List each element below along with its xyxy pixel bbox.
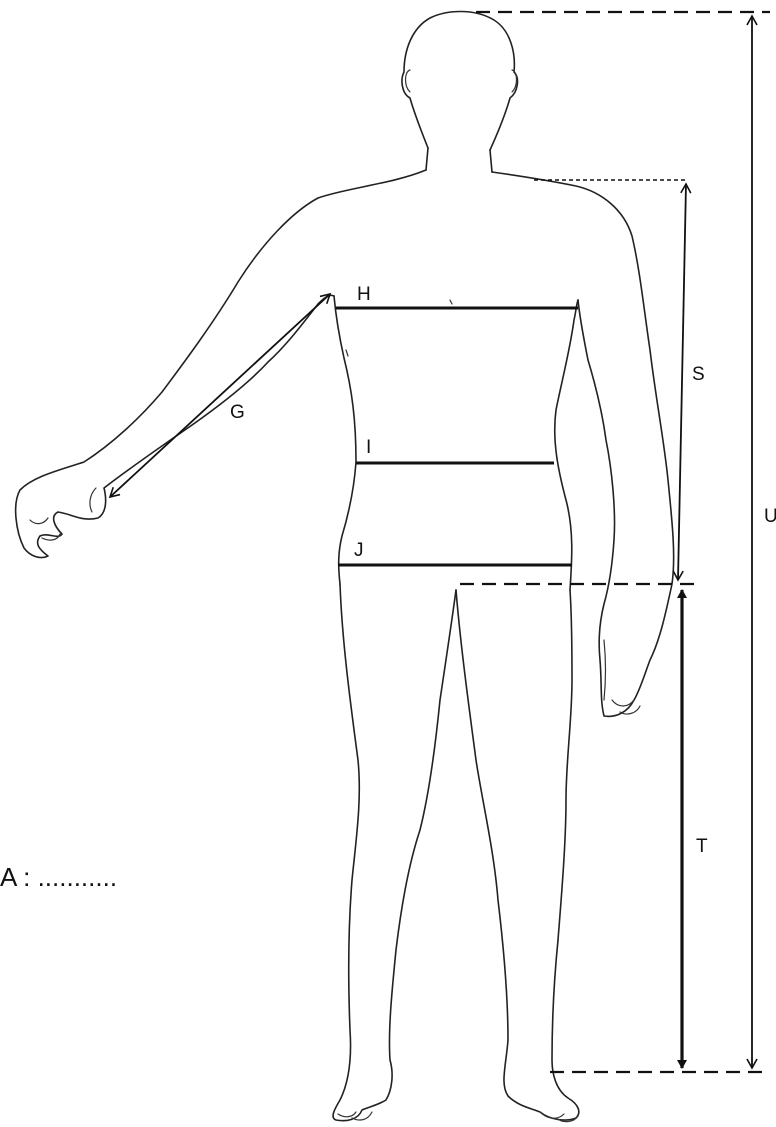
neck-outline — [426, 148, 492, 172]
arrow-g-arm-length — [110, 294, 330, 497]
left-leg-outline — [333, 584, 456, 1121]
label-h: H — [357, 284, 371, 305]
label-j: J — [354, 540, 364, 561]
arrow-s-torso-length — [678, 184, 686, 580]
left-arm-outline — [16, 170, 426, 558]
torso-left-outline — [334, 296, 356, 584]
label-s: S — [692, 364, 705, 385]
right-leg-outline — [456, 590, 579, 1120]
label-g: G — [230, 402, 245, 423]
torso-right-outline — [555, 300, 578, 590]
label-i: I — [366, 437, 371, 458]
label-t: T — [696, 836, 708, 857]
head-outline — [402, 12, 517, 151]
human-figure-outline — [16, 12, 674, 1122]
right-arm-outline — [492, 172, 674, 716]
label-u: U — [764, 506, 776, 527]
measurement-field-a: A : ........... — [0, 862, 117, 893]
